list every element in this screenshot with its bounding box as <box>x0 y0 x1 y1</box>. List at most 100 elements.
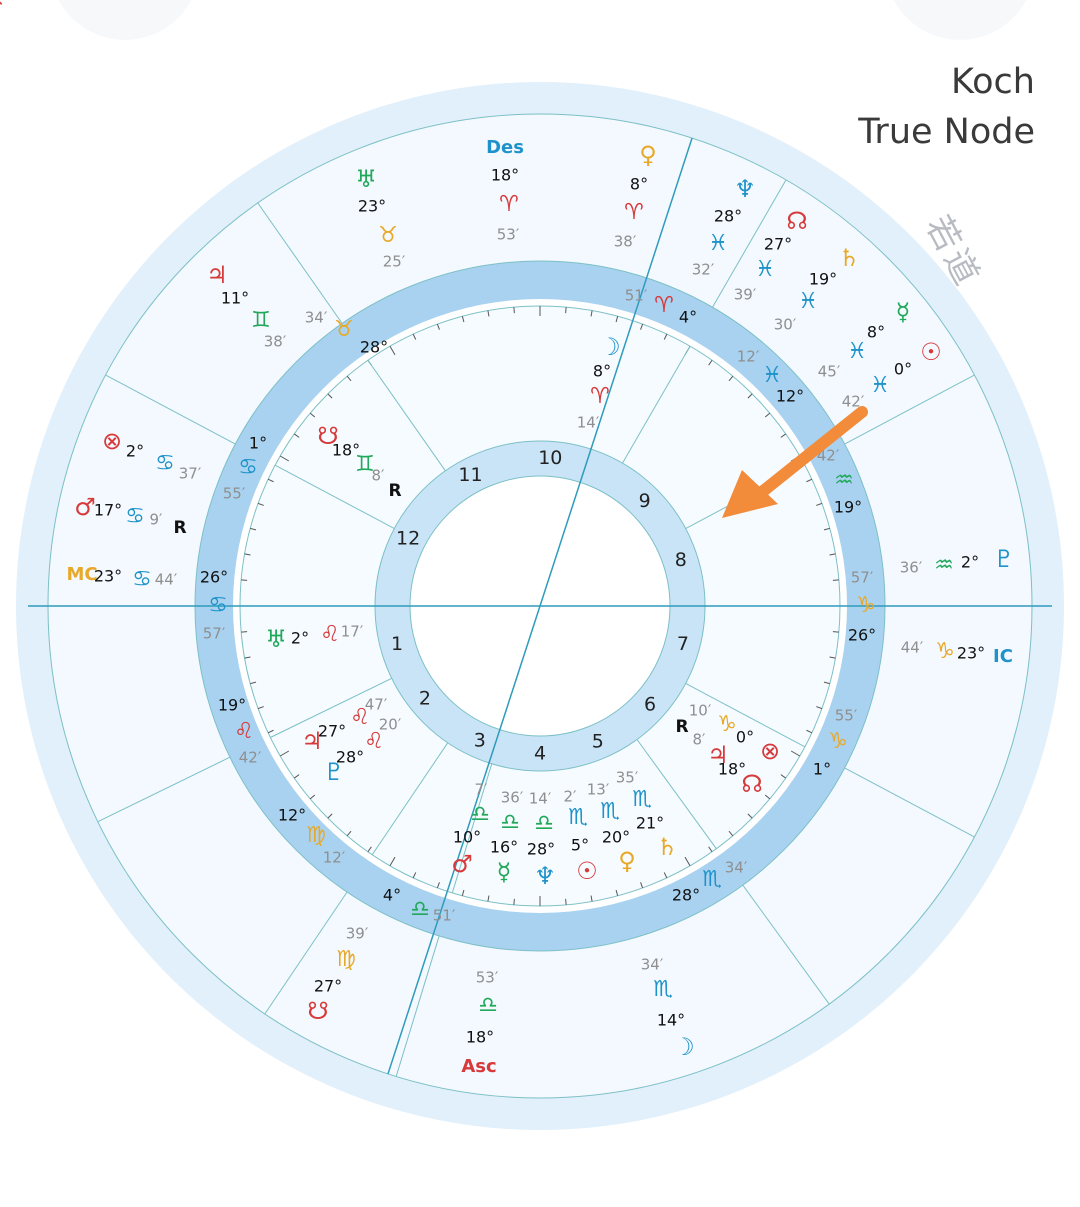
outer-point-glyph: ♅ <box>355 165 377 193</box>
tick-mark <box>764 412 771 418</box>
cusp-line-outer <box>712 179 787 308</box>
inner-point-degree: 2° <box>291 629 309 648</box>
inner-point-degree: 28° <box>527 840 555 859</box>
house-number-11: 11 <box>458 464 482 486</box>
house-number-4: 4 <box>534 743 546 765</box>
cusp-sign: ♈ <box>654 293 674 318</box>
inner-point-degree: 28° <box>336 748 364 767</box>
tick-mark <box>412 333 417 340</box>
tick-mark <box>241 631 248 633</box>
tick-mark <box>436 882 440 889</box>
outer-point-glyph: Asc <box>461 1056 496 1077</box>
outer-point-glyph: ☉ <box>920 338 942 366</box>
tick-mark <box>293 433 300 438</box>
outer-point-minute: 53′ <box>497 226 520 244</box>
outer-point-sign: ♉ <box>378 223 398 248</box>
cusp-sign: ♌ <box>234 719 254 744</box>
tick-mark <box>816 706 823 710</box>
inner-point-glyph: ☊ <box>741 770 762 798</box>
inner-point-degree: 10° <box>453 828 481 847</box>
outer-point-minute: 39′ <box>734 286 757 304</box>
house-lines <box>28 137 1052 1077</box>
outer-point-glyph: ♀ <box>639 141 657 169</box>
tick-mark <box>461 889 465 896</box>
outer-point-sign: ♓ <box>798 289 818 314</box>
inner-point-glyph: ♃ <box>301 727 323 755</box>
outer-point-degree: 17° <box>94 501 122 520</box>
outer-point-minute: 36′ <box>900 559 923 577</box>
cusp-labels: 4°♈51′12°♓12′19°♒42′26°♑57′1°♑55′28°♏34′… <box>200 287 876 925</box>
inner-point-minute: 7′ <box>475 781 489 799</box>
outer-point-minute: 32′ <box>692 261 715 279</box>
house-system-label: Koch <box>950 62 1035 102</box>
cusp-line-outer <box>257 202 343 324</box>
tick-mark <box>461 316 465 323</box>
cusp-degree: 12° <box>278 806 306 825</box>
outer-point-minute: 9′ <box>150 511 164 529</box>
tick-mark <box>615 889 619 896</box>
inner-point-minute: 17′ <box>341 623 364 641</box>
outer-point-sign: ♋ <box>132 567 152 592</box>
cusp-line-inner <box>270 677 392 738</box>
inner-point-degree: 27° <box>318 722 346 741</box>
cusp-line-inner <box>451 763 493 894</box>
outer-point-sign: ♏ <box>653 977 673 1002</box>
inner-point-sign: ♏ <box>600 799 620 824</box>
tick-mark <box>832 579 839 581</box>
outer-point-glyph: ♂ <box>74 493 96 521</box>
tick-mark <box>780 774 787 779</box>
inner-point-minute: 47′ <box>365 696 388 714</box>
outer-point-minute: 38′ <box>614 233 637 251</box>
tick-mark <box>250 681 257 685</box>
outer-point-degree: 14° <box>657 1011 685 1030</box>
cusp-sign: ♋ <box>238 455 258 480</box>
tick-mark <box>367 846 372 853</box>
cusp-degree: 28° <box>672 886 700 905</box>
cusp-line-inner <box>367 359 446 472</box>
house-number-7: 7 <box>677 633 689 655</box>
house-number-6: 6 <box>644 694 656 716</box>
house-number-9: 9 <box>639 490 651 512</box>
tick-mark <box>513 307 515 314</box>
tick-mark <box>640 882 644 889</box>
cusp-line-outer <box>97 756 231 823</box>
inner-point-sign: ♎ <box>470 802 490 827</box>
outer-point-degree: 2° <box>126 442 144 461</box>
outer-point-sign: ♍ <box>336 947 356 972</box>
inner-point-sign: ♌ <box>350 705 370 730</box>
outer-point-sign: ♈ <box>624 200 644 225</box>
tick-mark <box>389 856 396 867</box>
cusp-line-inner <box>636 739 717 849</box>
tick-mark <box>823 681 830 685</box>
tick-mark <box>747 813 753 819</box>
tick-mark <box>565 307 567 314</box>
cusp-line-inner <box>685 683 806 748</box>
tick-mark <box>279 455 290 462</box>
tick-mark <box>790 750 801 757</box>
cusp-degree: 26° <box>848 626 876 645</box>
outer-point-retro: R <box>173 518 186 538</box>
cusp-line-outer <box>395 935 440 1077</box>
inner-point-glyph: ♃ <box>707 741 729 769</box>
inner-point-sign: ♑ <box>717 712 737 737</box>
outer-point-degree: 19° <box>809 270 837 289</box>
cusp-line-outer <box>844 374 975 445</box>
inner-point-retro: R <box>675 717 688 737</box>
tick-mark <box>412 872 417 879</box>
cusp-sign: ♑ <box>856 593 876 618</box>
cusp-degree: 1° <box>813 760 831 779</box>
inner-point-minute: 2′ <box>564 788 578 806</box>
outer-point-minute: 42′ <box>842 393 865 411</box>
tick-mark <box>279 750 290 757</box>
tick-mark <box>327 813 333 819</box>
outer-point-glyph: Des <box>486 137 524 158</box>
outer-point-degree: 23° <box>957 644 985 663</box>
cusp-minute: 34′ <box>725 859 748 877</box>
outer-point-degree: 28° <box>714 207 742 226</box>
tick-mark <box>708 846 713 853</box>
tick-mark <box>327 393 333 399</box>
outer-point-sign: ♓ <box>708 231 728 256</box>
tick-mark <box>829 656 836 659</box>
outer-point-sign: ♓ <box>870 373 890 398</box>
